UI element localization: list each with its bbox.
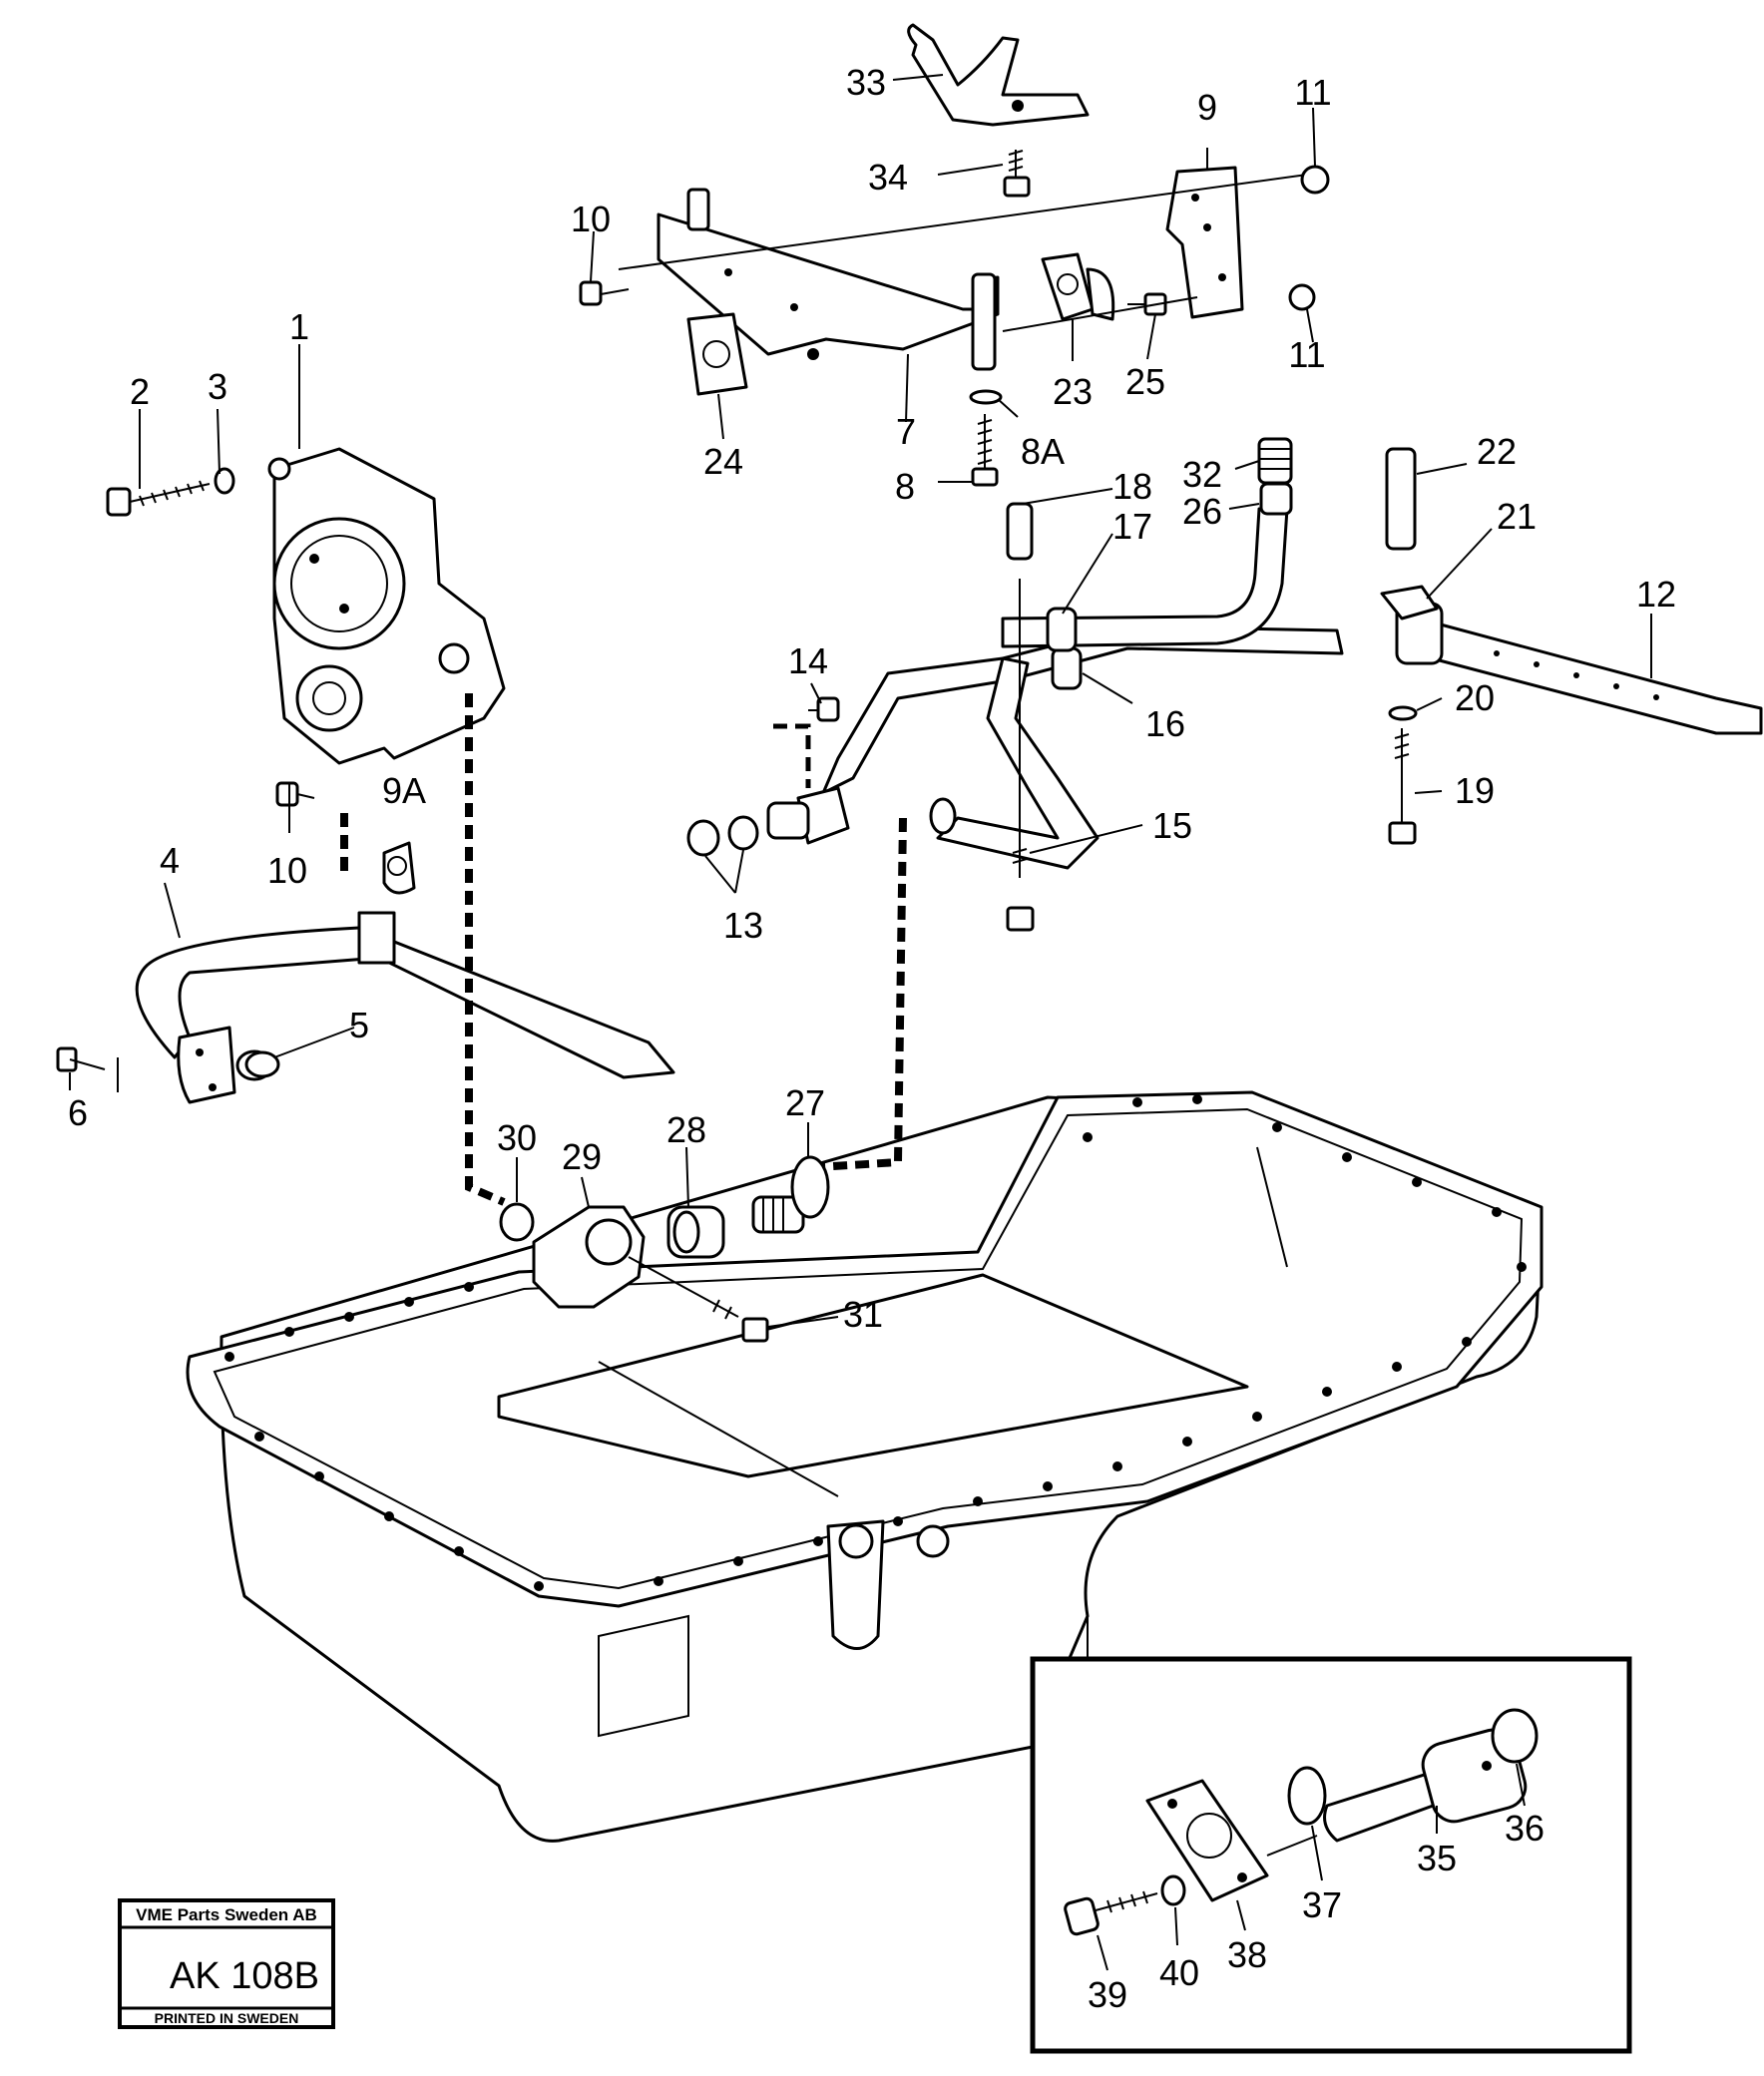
callout-9: 9 (1197, 87, 1217, 128)
bracket-9 (1165, 166, 1244, 319)
bolt-34 (1003, 150, 1031, 198)
callout-10-upper: 10 (571, 199, 611, 239)
stamp-printed: PRINTED IN SWEDEN (155, 2010, 299, 2026)
strap-33 (907, 23, 1090, 127)
callout-22: 22 (1477, 431, 1517, 472)
dashed-line-pipe-to-connector (817, 817, 907, 1171)
callout-29: 29 (562, 1136, 602, 1177)
seal-5 (244, 1050, 280, 1078)
o-ring-30 (499, 1202, 535, 1242)
washer-40 (1160, 1874, 1186, 1906)
bolt-10-upper (579, 280, 630, 306)
spacer-18 (1006, 502, 1034, 561)
callout-38: 38 (1227, 1934, 1267, 1975)
nut-11-upper (1300, 165, 1330, 195)
clamp-9A (382, 841, 416, 895)
callout-11-upper: 11 (1294, 72, 1331, 113)
suction-pipe-4 (135, 911, 675, 1104)
o-ring-37 (1287, 1766, 1327, 1826)
washer-20 (1388, 705, 1418, 721)
callout-20: 20 (1455, 677, 1495, 718)
guide-line (618, 174, 1308, 270)
callout-28: 28 (666, 1109, 706, 1150)
sleeve-28 (666, 1205, 725, 1259)
callout-2: 2 (130, 371, 150, 412)
callout-33: 33 (846, 62, 886, 103)
callout-10-lower: 10 (267, 850, 307, 891)
callout-8: 8 (895, 466, 915, 507)
stamp-company: VME Parts Sweden AB (136, 1905, 317, 1924)
washer-3 (214, 467, 235, 495)
clamp-17 (1046, 607, 1078, 652)
hose-26 (1259, 482, 1293, 516)
washer-8A (969, 389, 1003, 405)
callout-31: 31 (843, 1294, 883, 1335)
callout-34: 34 (868, 157, 908, 198)
pipe-12 (1395, 602, 1763, 735)
callout-23: 23 (1053, 371, 1093, 412)
callout-13: 13 (723, 905, 763, 946)
callout-7: 7 (896, 411, 916, 452)
pipe-assembly (766, 507, 1344, 870)
bolt-15 (1006, 579, 1035, 932)
nipple-32 (1257, 437, 1293, 485)
bolt-6 (56, 1046, 119, 1092)
bolt-14 (773, 696, 840, 788)
bolt-39 (1064, 1890, 1158, 1936)
callout-24: 24 (703, 441, 743, 482)
dashed-line-pump-to-sump (465, 693, 506, 1206)
spacer-22 (1385, 447, 1417, 551)
detail-inset (1030, 1656, 1632, 2054)
callout-11-lower: 11 (1288, 334, 1325, 375)
clamp-21 (1380, 585, 1439, 621)
bolt-2 (106, 480, 211, 517)
callout-27: 27 (785, 1082, 825, 1123)
bolt-10-lower (275, 781, 348, 878)
callout-6: 6 (68, 1092, 88, 1133)
callout-5: 5 (349, 1005, 369, 1045)
callout-21: 21 (1497, 496, 1537, 537)
guide-line (1002, 296, 1198, 332)
callout-15: 15 (1152, 805, 1192, 846)
callout-25: 25 (1125, 361, 1165, 402)
nipple-27 (751, 1155, 830, 1234)
callout-16: 16 (1145, 703, 1185, 744)
callout-36: 36 (1505, 1808, 1544, 1849)
oil-pump (267, 447, 506, 765)
bolt-8 (971, 414, 999, 487)
callout-4: 4 (160, 840, 180, 881)
callout-3: 3 (208, 366, 227, 407)
stamp-code: AK 108B (170, 1955, 319, 1997)
callout-37: 37 (1302, 1884, 1342, 1925)
callout-26: 26 (1182, 491, 1222, 532)
nut-11-lower (1288, 283, 1316, 311)
leader-lines (69, 74, 1652, 1328)
callout-1: 1 (289, 306, 309, 347)
printed-stamp: VME Parts Sweden AB AK 108B PRINTED IN S… (118, 1898, 335, 2029)
callout-9A: 9A (382, 770, 426, 811)
callout-labels: 1 2 3 4 5 6 7 8 8A 9 9A 10 10 11 11 12 1… (68, 62, 1676, 2015)
seal-13b (727, 815, 759, 851)
callout-39: 39 (1088, 1974, 1127, 2015)
callout-17: 17 (1112, 506, 1152, 547)
callout-12: 12 (1636, 574, 1676, 615)
callout-19: 19 (1455, 770, 1495, 811)
bolt-19 (1388, 728, 1417, 845)
clamp-16 (1051, 646, 1083, 690)
o-ring-36 (1491, 1708, 1539, 1764)
cover-38 (1145, 1779, 1269, 1902)
callout-8A: 8A (1021, 431, 1065, 472)
bolt-31 (628, 1256, 769, 1343)
housing-29 (532, 1205, 646, 1309)
callout-40: 40 (1159, 1952, 1199, 1993)
seal-13a (686, 819, 720, 857)
callout-14: 14 (788, 640, 828, 681)
plate-24 (686, 312, 748, 396)
callout-32: 32 (1182, 454, 1222, 495)
callout-18: 18 (1112, 466, 1152, 507)
callout-35: 35 (1417, 1838, 1457, 1878)
callout-30: 30 (497, 1117, 537, 1158)
flange-23 (1041, 252, 1115, 321)
